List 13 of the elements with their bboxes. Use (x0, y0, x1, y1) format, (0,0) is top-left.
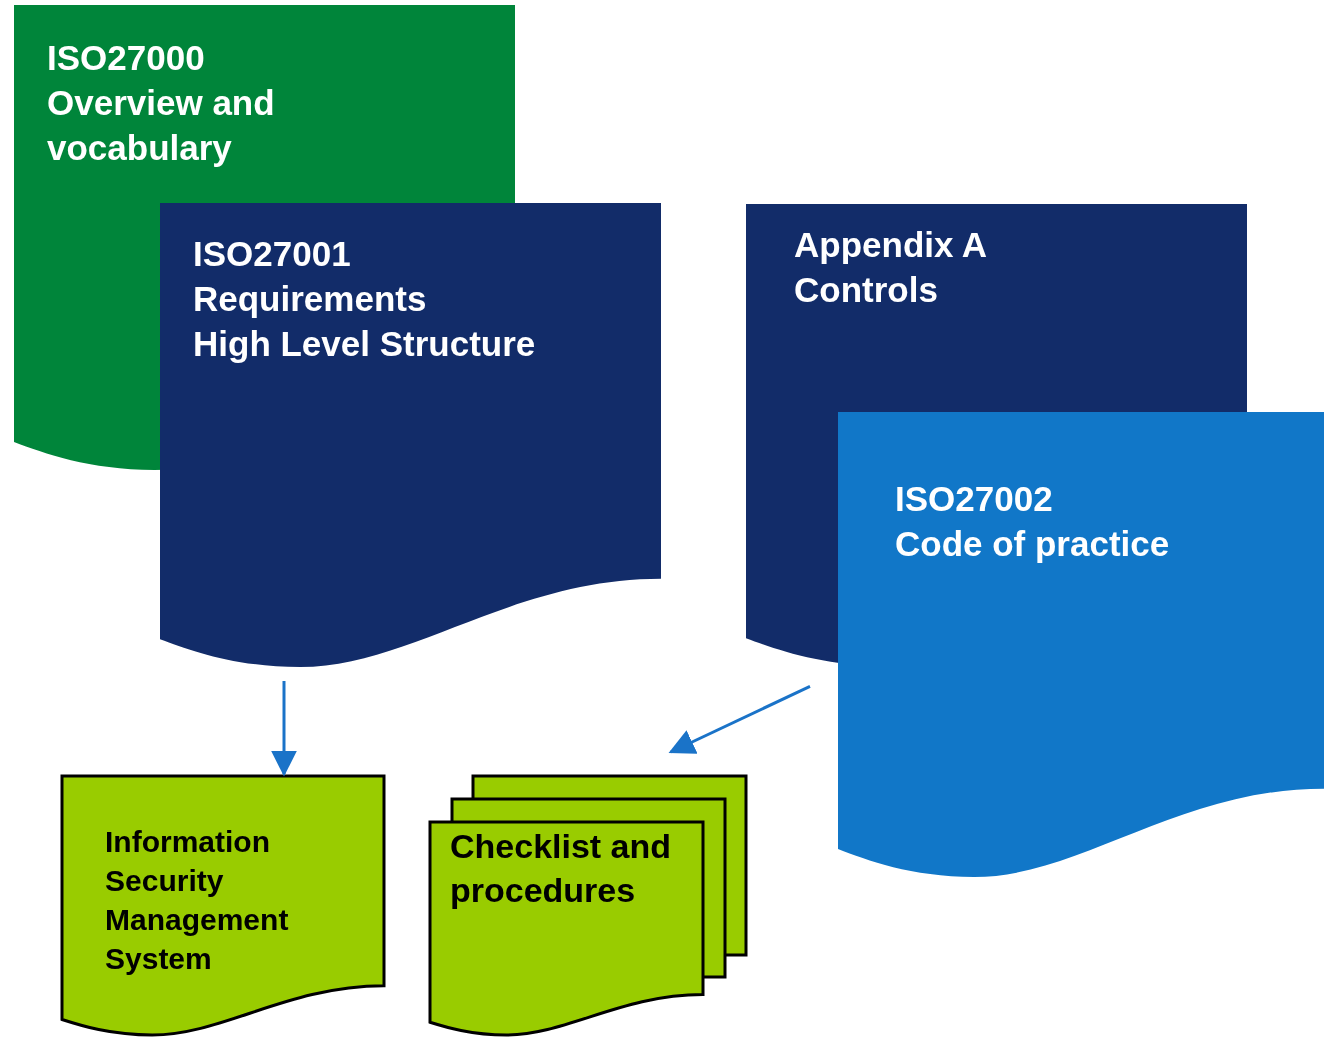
document-title: Overview and vocabulary (47, 82, 276, 169)
document-title: High Level Structure (193, 323, 537, 365)
document-title: Controls (794, 269, 939, 311)
document-title: Appendix A (794, 224, 989, 266)
document-title: Requirements (193, 278, 428, 320)
document-title: ISO27002 (895, 478, 1054, 520)
arrow (668, 685, 811, 754)
document-title: Information Security Management System (105, 824, 290, 977)
document-title: Checklist and procedures (450, 826, 673, 911)
document-title: ISO27000 (47, 37, 206, 79)
document-title: ISO27001 (193, 233, 352, 275)
document-title: Code of practice (895, 523, 1171, 565)
arrow (271, 681, 297, 777)
